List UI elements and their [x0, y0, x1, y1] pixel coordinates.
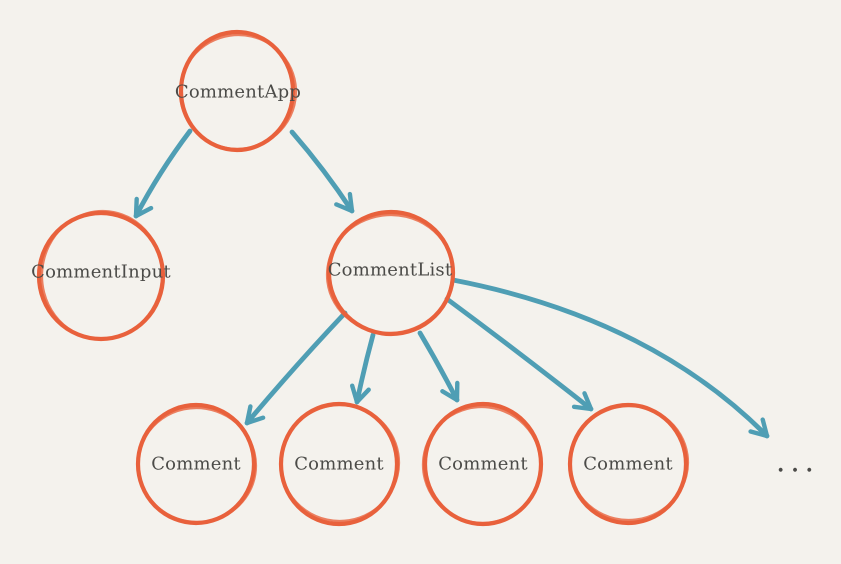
node-circle-comment-input [36, 209, 166, 342]
node-circle-comment-4 [567, 402, 690, 526]
node-label-comment-3: Comment [438, 453, 528, 475]
arrow-comment-list-to-comment-1 [244, 310, 348, 426]
node-label-comment-list: CommentList [327, 259, 453, 281]
node-label-comment-2: Comment [294, 453, 384, 475]
arrow-comment-list-to-comment-3 [417, 330, 460, 403]
node-label-comment-app: CommentApp [174, 81, 302, 103]
node-circle-comment-3 [421, 401, 544, 527]
arrow-comment-list-to-comment-2 [350, 332, 376, 405]
arrow-comment-list-to-ellipsis [450, 277, 770, 439]
node-circle-comment-list [325, 209, 456, 337]
ellipsis-label: ... [777, 451, 820, 477]
node-circle-comment-2 [278, 401, 401, 527]
node-circle-comment-app [178, 29, 298, 153]
node-circle-comment-1 [135, 402, 258, 526]
arrow-comment-app-to-comment-input [133, 128, 193, 219]
node-label-comment-input: CommentInput [31, 261, 171, 283]
node-label-comment-4: Comment [583, 453, 673, 475]
arrow-comment-app-to-comment-list [289, 129, 355, 214]
arrow-comment-list-to-comment-4 [444, 296, 594, 412]
node-label-comment-1: Comment [151, 453, 241, 475]
